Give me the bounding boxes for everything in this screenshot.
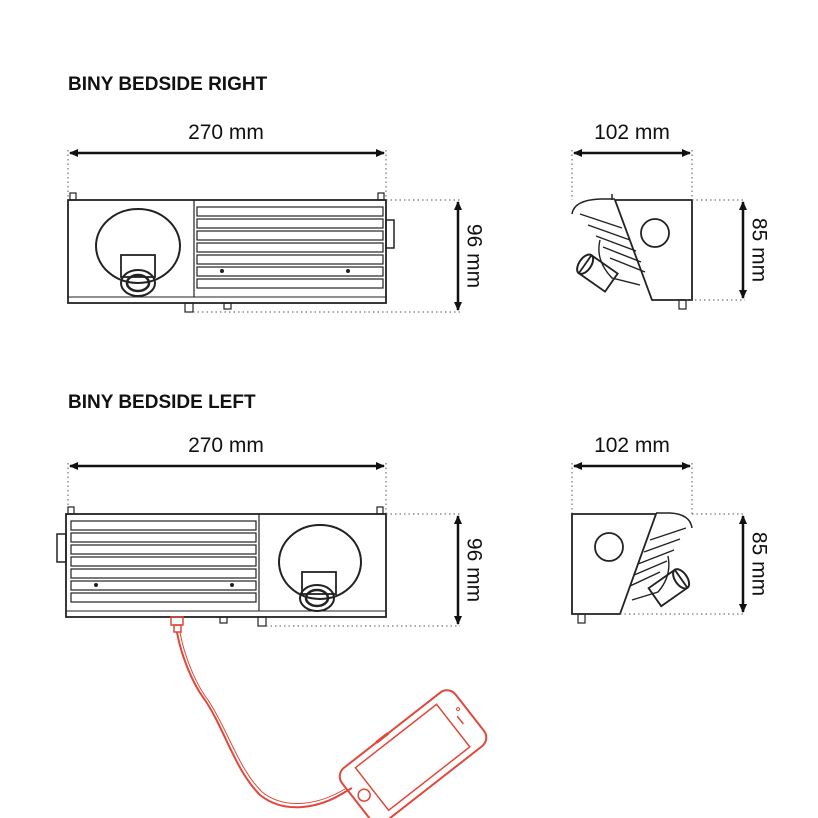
side-width-label-left: 102 mm [594,434,670,457]
charging-cable [176,631,353,809]
cooling-slats-right [196,206,384,289]
section-title-left: BINY BEDSIDE LEFT [68,392,256,413]
smartphone-icon [338,689,488,818]
front-width-dimension-left: 270 mm [67,434,387,514]
lamp-head-right [95,208,181,297]
side-height-label-left: 85 mm [747,532,770,596]
front-width-label-right: 270 mm [188,121,264,144]
side-height-label-right: 85 mm [747,218,770,282]
fins-left [629,527,687,601]
side-height-dimension-right: 85 mm [686,199,770,301]
section-title-right: BINY BEDSIDE RIGHT [68,74,268,95]
front-height-label-right: 96 mm [462,224,485,288]
side-width-label-right: 102 mm [594,121,670,144]
lamp-head-left [278,524,362,612]
front-view-left [56,506,387,633]
fins-right [579,213,646,286]
cooling-slats-left [70,520,257,603]
front-width-dimension-right: 270 mm [67,121,387,200]
side-width-dimension-left: 102 mm [571,434,693,514]
side-height-dimension-left: 85 mm [620,513,770,615]
front-height-label-left: 96 mm [462,538,485,602]
side-view-right [571,194,693,310]
front-width-label-left: 270 mm [188,434,264,457]
front-height-dimension-left: 96 mm [266,513,485,627]
front-view-right [67,192,395,313]
side-width-dimension-right: 102 mm [571,121,693,200]
side-view-left [571,512,693,624]
front-height-dimension-right: 96 mm [193,199,485,313]
